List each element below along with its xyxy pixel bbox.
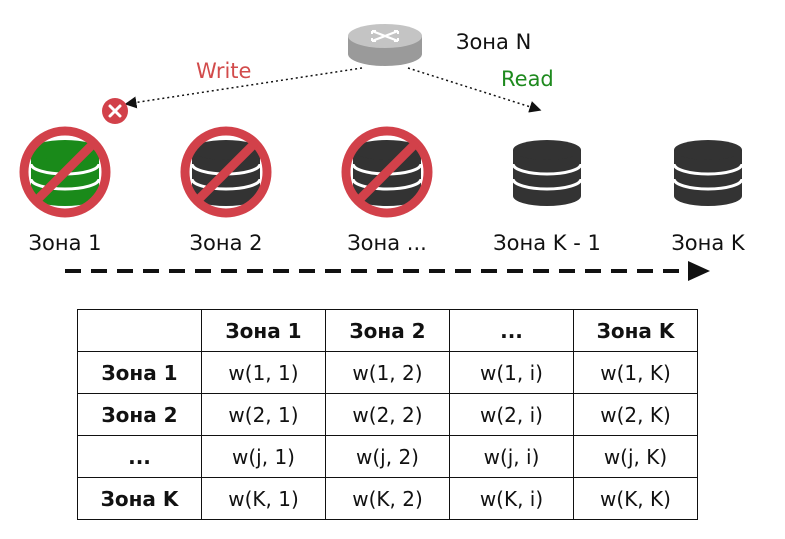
table-cell: w(2, 1) bbox=[201, 393, 326, 436]
table-cell: w(1, i) bbox=[449, 351, 574, 394]
table-row: Зона K w(K, 1) w(K, 2) w(K, i) w(K, K) bbox=[77, 477, 698, 520]
row-header: Зона 1 bbox=[77, 351, 202, 394]
blocked-icon bbox=[341, 126, 433, 218]
database-icon bbox=[672, 140, 744, 206]
table-cell: w(2, K) bbox=[573, 393, 698, 436]
table-header-row: Зона 1 Зона 2 ... Зона K bbox=[77, 309, 698, 352]
zone-order-arrowhead bbox=[688, 261, 710, 281]
column-header: Зона 1 bbox=[201, 309, 326, 352]
write-failed-icon bbox=[102, 98, 128, 124]
table-cell: w(K, i) bbox=[449, 477, 574, 520]
write-label: Write bbox=[196, 59, 252, 83]
column-header: Зона K bbox=[573, 309, 698, 352]
table-cell: w(K, 1) bbox=[201, 477, 326, 520]
table-cell: w(1, 2) bbox=[325, 351, 450, 394]
table-cell: w(j, K) bbox=[573, 435, 698, 478]
zone-diagram bbox=[19, 24, 744, 281]
row-header: Зона K bbox=[77, 477, 202, 520]
table-cell: w(1, K) bbox=[573, 351, 698, 394]
table-cell: w(K, K) bbox=[573, 477, 698, 520]
table-cell: w(j, i) bbox=[449, 435, 574, 478]
table-row: ... w(j, 1) w(j, 2) w(j, i) w(j, K) bbox=[77, 435, 698, 478]
zone-label-3: Зона ... bbox=[347, 231, 427, 255]
column-header: Зона 2 bbox=[325, 309, 450, 352]
database-icon bbox=[511, 140, 583, 206]
blocked-icon bbox=[180, 126, 272, 218]
blocked-icon bbox=[19, 126, 111, 218]
table-cell: w(1, 1) bbox=[201, 351, 326, 394]
table-cell: w(2, 2) bbox=[325, 393, 450, 436]
table-cell: w(j, 1) bbox=[201, 435, 326, 478]
zone-label-1: Зона 1 bbox=[28, 231, 102, 255]
zone-label-2: Зона 2 bbox=[189, 231, 263, 255]
table-cell: w(K, 2) bbox=[325, 477, 450, 520]
row-header: ... bbox=[77, 435, 202, 478]
read-line bbox=[407, 67, 542, 113]
table-corner-cell bbox=[77, 309, 202, 352]
zone-label-5: Зона K bbox=[671, 231, 745, 255]
weight-matrix: Зона 1 Зона 2 ... Зона K Зона 1 w(1, 1) … bbox=[77, 309, 698, 520]
column-header: ... bbox=[449, 309, 574, 352]
read-label: Read bbox=[501, 67, 554, 91]
router-icon bbox=[348, 24, 422, 66]
table-cell: w(2, i) bbox=[449, 393, 574, 436]
table-cell: w(j, 2) bbox=[325, 435, 450, 478]
router-label: Зона N bbox=[456, 30, 532, 54]
row-header: Зона 2 bbox=[77, 393, 202, 436]
table-row: Зона 2 w(2, 1) w(2, 2) w(2, i) w(2, K) bbox=[77, 393, 698, 436]
zone-label-4: Зона K - 1 bbox=[493, 231, 601, 255]
table-row: Зона 1 w(1, 1) w(1, 2) w(1, i) w(1, K) bbox=[77, 351, 698, 394]
